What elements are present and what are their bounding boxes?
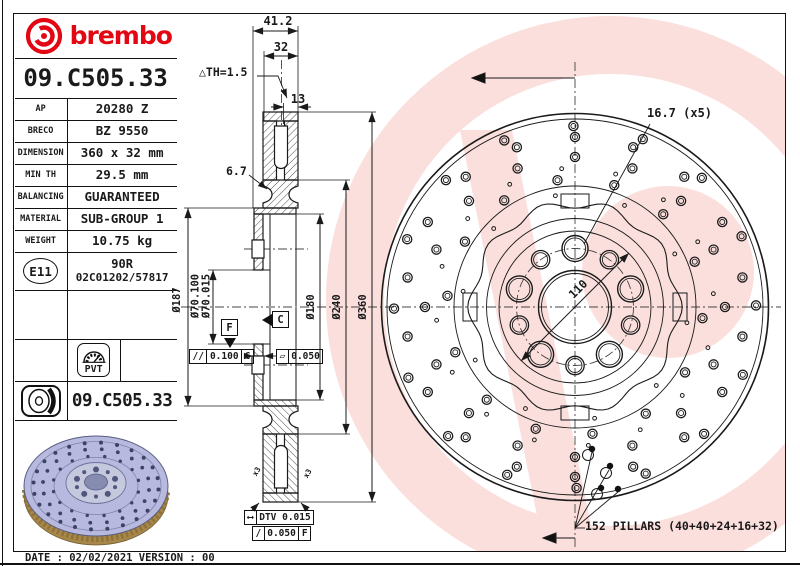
row-label: BRECO <box>15 120 68 142</box>
datum-triangles <box>224 314 272 348</box>
dim-diameter-240: Ø240 <box>330 294 343 320</box>
extension-lines <box>184 26 376 503</box>
pillars-note: 152 PILLARS (40+40+24+16+32) <box>585 519 779 533</box>
row-value: 29.5 mm <box>95 166 149 182</box>
section-view <box>251 111 299 503</box>
table-row: BALANCING GUARANTEED <box>14 186 177 209</box>
disc-caliper-icon <box>20 384 61 417</box>
leader-lines <box>243 75 651 529</box>
brand-row: brembo <box>14 15 177 59</box>
dim-min-th-wear: △TH=1.5 <box>199 65 248 79</box>
part-number-row: 09.C505.33 <box>14 381 177 421</box>
dim-overall-width: 41.2 <box>263 14 293 28</box>
pvt-gauge-icon <box>82 351 106 363</box>
datum-c: C <box>272 311 289 328</box>
fcf-parallelism: // 0.100 C <box>189 349 254 364</box>
dimension-lines <box>184 27 630 502</box>
empty-row <box>14 290 177 340</box>
row-value: GUARANTEED <box>84 188 160 204</box>
pvt-label: PVT <box>84 364 103 376</box>
table-row: BRECO BZ 9550 <box>14 120 177 143</box>
runout-icon: / <box>253 527 265 540</box>
photo-hole-pattern <box>31 440 161 532</box>
row-label: BALANCING <box>15 186 68 208</box>
datum-f: F <box>221 319 238 336</box>
row-value: 10.75 kg <box>91 232 153 248</box>
row-value: 360 x 32 mm <box>80 144 164 160</box>
flatness-icon: ▱ <box>277 350 289 363</box>
table-row: WEIGHT 10.75 kg <box>14 230 177 253</box>
row-value: 20280 Z <box>95 100 149 116</box>
sheet-edge-bottom <box>0 563 800 565</box>
photo-cell <box>15 421 177 551</box>
dim-diameter-187: Ø187 <box>170 287 183 313</box>
part-number-main: 09.C505.33 <box>14 59 177 99</box>
date-version-line: DATE : 02/02/2021 VERSION : 00 <box>25 551 215 564</box>
dim-bore-70: Ø70.100 Ø70.015 <box>189 273 213 319</box>
dim-13: 13 <box>290 92 306 106</box>
homologation-line1: 90R <box>111 256 133 271</box>
spec-table: brembo 09.C505.33 AP 20280 Z BRECO BZ 95… <box>14 15 177 551</box>
fcf-dtv: ⟷ DTV 0.015 <box>244 510 315 525</box>
dim-diameter-360: Ø360 <box>356 294 369 320</box>
row-label: MATERIAL <box>15 208 68 230</box>
brand-wordmark: brembo <box>69 20 173 50</box>
pillar-markers <box>582 445 622 500</box>
row-label: WEIGHT <box>15 230 68 252</box>
fcf-runout: / 0.050 F <box>252 526 312 541</box>
row-value: SUB-GROUP 1 <box>80 210 164 226</box>
homologation-row: E11 90R 02C01202/57817 <box>14 252 177 291</box>
table-row: MIN TH 29.5 mm <box>14 164 177 187</box>
pvt-row: PVT <box>14 339 177 382</box>
dim-disc-width: 32 <box>273 40 289 54</box>
dim-diameter-180: Ø180 <box>304 294 317 320</box>
table-row: DIMENSION 360 x 32 mm <box>14 142 177 165</box>
row-value: BZ 9550 <box>95 122 149 138</box>
dim-bolt-hole-16-7: 16.7 (x5) <box>647 106 713 120</box>
section-cut-arrows <box>470 72 575 544</box>
row-label: AP <box>15 98 68 120</box>
part-number-repeat: 09.C505.33 <box>71 390 173 411</box>
dtv-icon: ⟷ <box>245 511 257 524</box>
parallelism-icon: // <box>190 350 208 363</box>
table-row: MATERIAL SUB-GROUP 1 <box>14 208 177 231</box>
brembo-logo-icon <box>25 17 62 55</box>
sheet-edge-left <box>2 0 4 566</box>
dim-6-7: 6.7 <box>226 164 247 178</box>
row-label: DIMENSION <box>15 142 68 164</box>
table-row: AP 20280 Z <box>14 98 177 121</box>
fcf-flatness: ▱ 0.050 <box>276 349 324 364</box>
pvt-badge: PVT <box>77 343 111 378</box>
e11-mark: E11 <box>23 258 59 285</box>
row-label: MIN TH <box>15 164 68 186</box>
drilled-hole-pattern <box>388 120 762 494</box>
homologation-line2: 02C01202/57817 <box>75 270 169 284</box>
